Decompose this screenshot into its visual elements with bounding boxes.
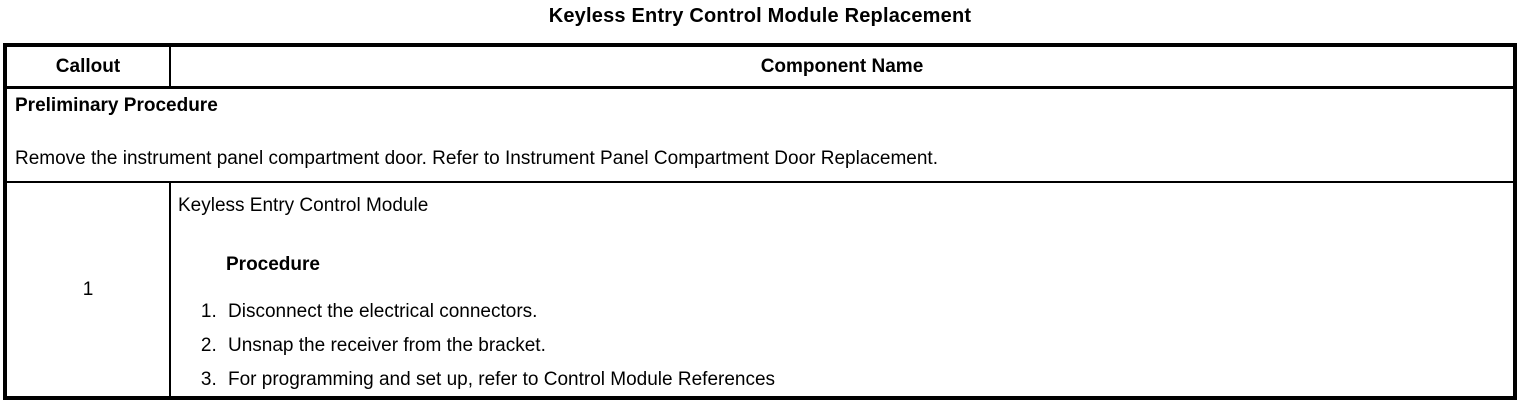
component-cell: Keyless Entry Control Module Procedure D…	[171, 183, 1513, 396]
preliminary-procedure-heading: Preliminary Procedure	[15, 95, 218, 116]
callout-number: 1	[82, 278, 94, 300]
table-header-row: Callout Component Name	[7, 47, 1513, 89]
callout-table: Callout Component Name Preliminary Proce…	[3, 43, 1517, 400]
preliminary-procedure-text: Remove the instrument panel compartment …	[15, 148, 938, 169]
procedure-steps-list: Disconnect the electrical connectors. Un…	[178, 301, 1505, 390]
preliminary-procedure-row: Preliminary Procedure Remove the instrum…	[7, 89, 1513, 183]
table-row: 1 Keyless Entry Control Module Procedure…	[7, 183, 1513, 396]
page-title: Keyless Entry Control Module Replacement	[548, 5, 972, 27]
procedure-step: Unsnap the receiver from the bracket.	[222, 335, 1505, 356]
procedure-step: For programming and set up, refer to Con…	[222, 369, 1505, 390]
callout-column-header: Callout	[7, 47, 171, 86]
callout-cell: 1	[7, 183, 171, 396]
component-name-column-header: Component Name	[760, 55, 924, 77]
procedure-heading: Procedure	[226, 254, 320, 275]
procedure-step: Disconnect the electrical connectors.	[222, 301, 1505, 322]
component-name: Keyless Entry Control Module	[178, 195, 429, 216]
